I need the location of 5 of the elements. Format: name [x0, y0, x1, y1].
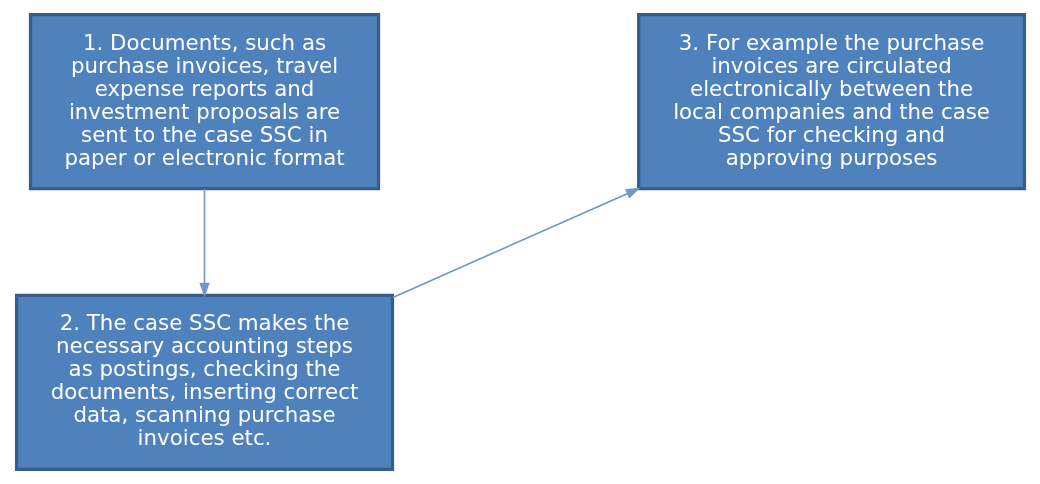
arrow	[391, 187, 641, 299]
arrow	[198, 187, 210, 298]
node-box: 3. For example the purchase invoices are circulated electronically between the local companies and the case SSC for checking and approving purposes	[636, 13, 1026, 191]
node-box: 1. Documents, such as purchase invoices, travel expense reports and investment proposals are sent to the case SSC in paper or electronic format	[28, 13, 380, 191]
node-box: 2. The case SSC makes the necessary accounting steps as postings, checking the documents, inserting correct data, scanning purchase invoices etc.	[14, 293, 394, 471]
